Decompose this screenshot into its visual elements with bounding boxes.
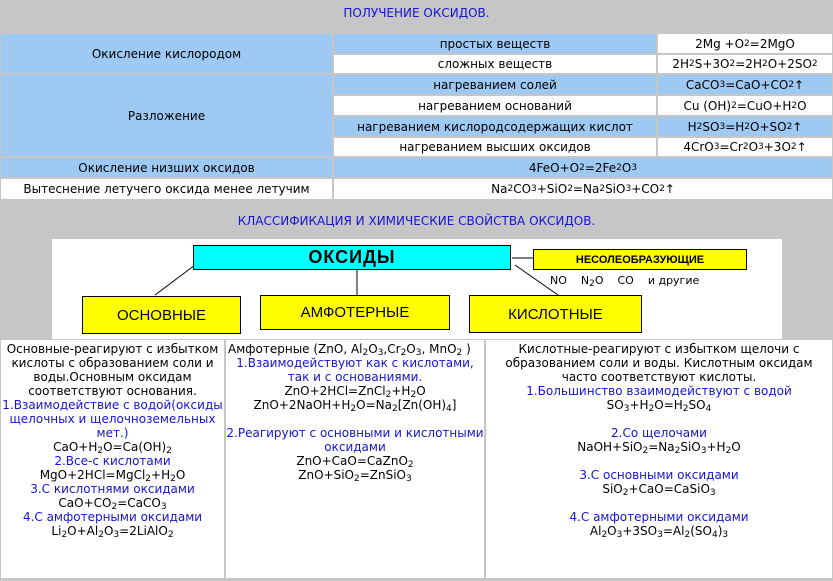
sub-complex-substances: сложных веществ <box>334 55 656 73</box>
preparation-table: Окисление кислородом простых веществ 2Mg… <box>0 33 833 201</box>
equation: ZnO+SiO2=ZnSiO3 <box>298 468 412 484</box>
method-displacement: Вытеснение летучего оксида менее летучим <box>1 179 332 199</box>
equation: ZnO+2HCl=ZnCl2+H2O <box>284 384 426 400</box>
equation: CaO+H2O=Ca(OH)2 <box>53 440 172 456</box>
property-heading: 2.Со щелочами <box>611 426 707 440</box>
root-oxides-box: ОКСИДЫ <box>193 245 511 270</box>
acidic-oxides-box: КИСЛОТНЫЕ <box>469 295 642 333</box>
sub-heating-acids: нагреванием кислородсодержащих кислот <box>334 117 656 136</box>
intro-text: Основные-реагируют с избытком кислоты с … <box>6 342 219 398</box>
amphoteric-properties-column: Амфотерные (ZnO, Al2O3,Cr2O3, MnO2 ) 1.В… <box>226 340 484 578</box>
equation: ZnO+CaO=CaZnO2 <box>296 454 414 470</box>
equation: CaO+CO2=CaCO3 <box>58 496 167 512</box>
equation: ZnO+2NaOH+H2O=Na2[Zn(OH)4] <box>253 398 457 414</box>
property-heading: 4.С амфотерными оксидами <box>569 510 749 524</box>
sub-simple-substances: простых веществ <box>334 34 656 53</box>
property-heading: 4.С амфотерными оксидами <box>22 510 203 524</box>
equation: MgO+2HCl=MgCl2+H2O <box>39 468 186 484</box>
property-heading: 3.С основными оксидами <box>579 468 739 482</box>
method-oxidation-oxygen: Окисление кислородом <box>1 34 332 73</box>
property-heading: 1.Взаимодействие с водой(оксиды щелочных… <box>2 398 223 440</box>
non-salt-forming-box: НЕСОЛЕОБРАЗУЮЩИЕ <box>533 249 747 270</box>
section-title-classification: КЛАССИФИКАЦИЯ И ХИМИЧЕСКИЕ СВОЙСТВА ОКСИ… <box>237 214 596 228</box>
sub-heating-salts: нагреванием солей <box>334 75 656 94</box>
sub-heating-bases: нагреванием оснований <box>334 96 656 115</box>
acidic-properties-column: Кислотные-реагируют с избытком щелочи с … <box>486 340 832 578</box>
property-heading: 1.Большинство взаимодействуют с водой <box>526 384 792 398</box>
property-heading: 2.Реагируют с основными и кислотными окс… <box>226 426 484 454</box>
basic-oxides-box: ОСНОВНЫЕ <box>82 296 241 334</box>
intro-text: Кислотные-реагируют с избытком щелочи с … <box>505 342 813 384</box>
method-lower-oxide-oxidation: Окисление низших оксидов <box>1 158 332 177</box>
property-heading: 1.Взаимодействуют как с кислотами, так и… <box>236 356 474 384</box>
basic-properties-column: Основные-реагируют с избытком кислоты с … <box>1 340 224 578</box>
section-title-preparation: ПОЛУЧЕНИЕ ОКСИДОВ. <box>343 6 490 20</box>
method-decomposition: Разложение <box>1 75 332 156</box>
equation: SiO2+CaO=CaSiO3 <box>602 482 716 498</box>
property-heading: 3.С кислотнями оксидами <box>30 482 195 496</box>
equation: Li2O+Al2O3=2LiAlO2 <box>51 524 174 540</box>
property-heading: 2.Все-с кислотами <box>54 454 171 468</box>
equation: Al2O3+3SO3=Al2(SO4)3 <box>589 524 729 540</box>
sub-heating-higher-oxides: нагреванием высших оксидов <box>334 138 656 156</box>
diagram-connectors <box>154 257 559 296</box>
non-salt-examples: NO N2O CO и другие <box>550 274 700 289</box>
equation: NaOH+SiO2=Na2SiO3+H2O <box>577 440 741 456</box>
equation: SO3+H2O=H2SO4 <box>606 398 712 414</box>
classification-diagram: ОКСИДЫ НЕСОЛЕОБРАЗУЮЩИЕ NO N2O CO и друг… <box>0 237 833 339</box>
amphoteric-oxides-box: АМФОТЕРНЫЕ <box>260 295 450 330</box>
intro-text: Амфотерные (ZnO, Al2O3,Cr2O3, MnO2 ) <box>228 342 471 358</box>
